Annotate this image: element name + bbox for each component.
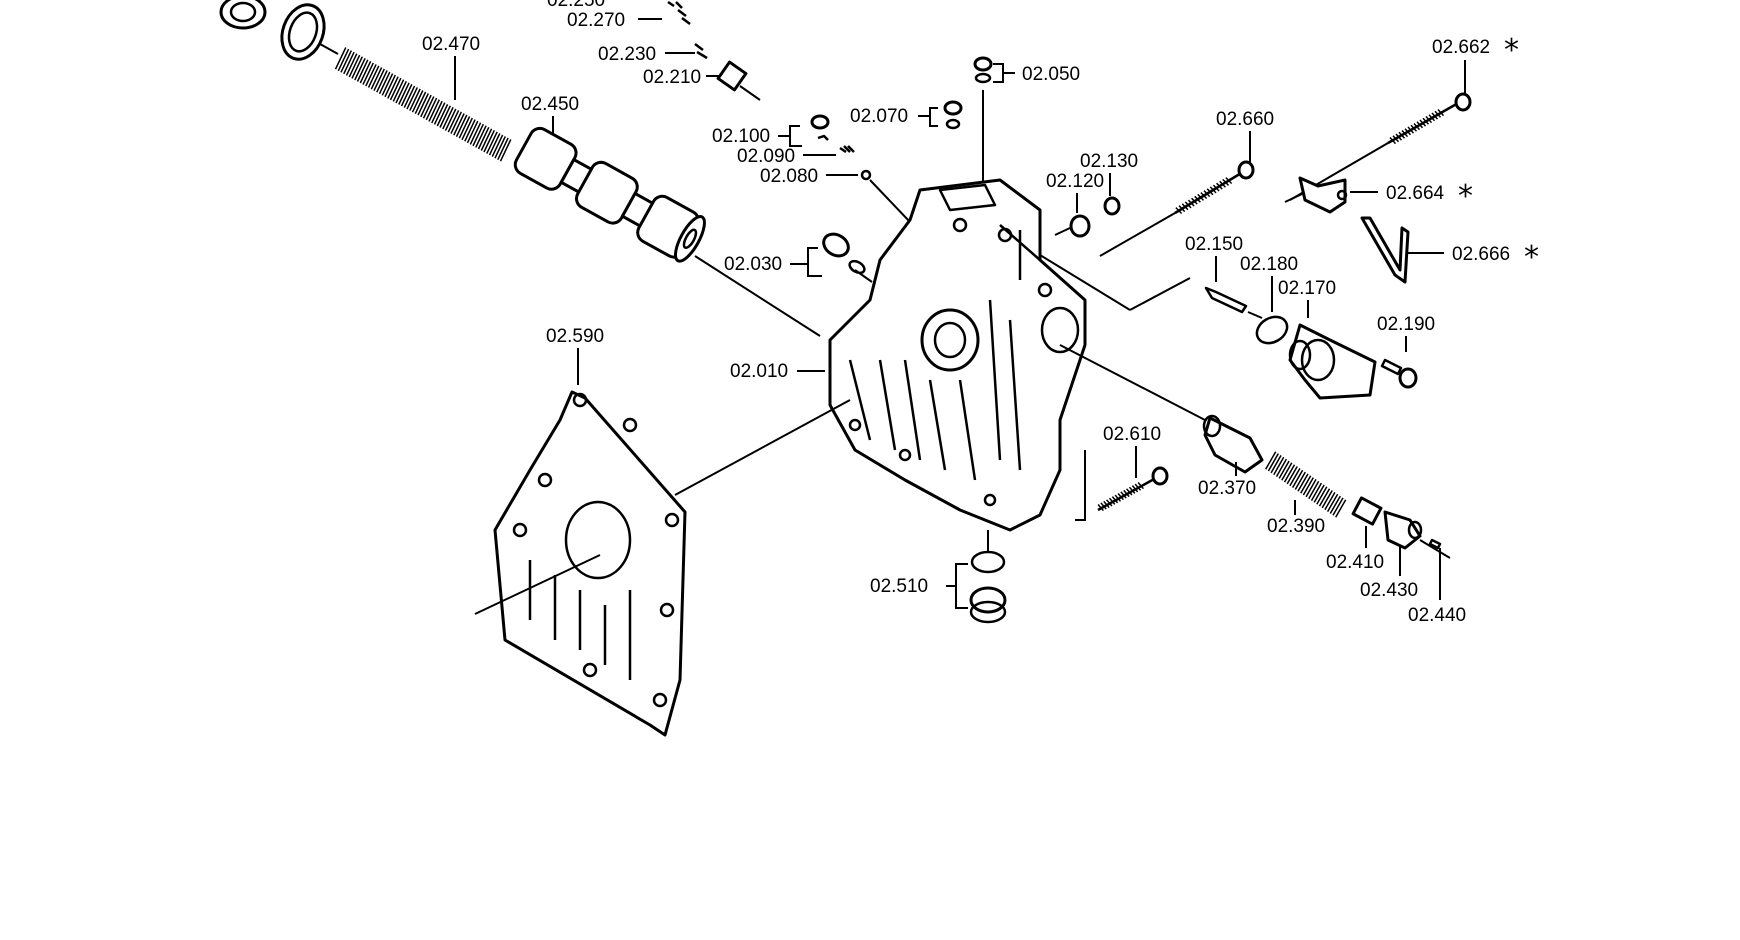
- label-02-270[interactable]: 02.270: [567, 10, 625, 31]
- label-02-610[interactable]: 02.610: [1103, 424, 1161, 445]
- valve-parts-02-370-02-440: 02.370 02.390 02.410 02.430 02.440: [1059, 344, 1466, 626]
- label-02-210[interactable]: 02.210: [643, 67, 701, 88]
- label-02-440[interactable]: 02.440: [1408, 605, 1466, 626]
- valve-body-02-010: 02.010: [730, 178, 1191, 532]
- label-02-170[interactable]: 02.170: [1278, 278, 1336, 299]
- label-02-590[interactable]: 02.590: [546, 326, 604, 347]
- plug-02-130-02-120: 02.130 02.120: [1046, 151, 1138, 238]
- label-02-050[interactable]: 02.050: [1022, 64, 1080, 85]
- label-02-660[interactable]: 02.660: [1216, 109, 1274, 130]
- plug-02-050: 02.050: [973, 56, 1080, 190]
- label-02-150[interactable]: 02.150: [1185, 234, 1243, 255]
- seal-ring-parts: [219, 0, 339, 61]
- part-cluster-02-2xx: 02.250 02.270 02.230 02.210: [547, 0, 761, 101]
- valve-parts-02-0x0: 02.100 02.090 02.080: [712, 114, 911, 223]
- spring-02-470: 02.470: [334, 34, 512, 162]
- label-02-390[interactable]: 02.390: [1267, 516, 1325, 537]
- label-02-470[interactable]: 02.470: [422, 34, 480, 55]
- bracket-02-664: 02.664 *: [1284, 176, 1473, 214]
- label-02-130[interactable]: 02.130: [1080, 151, 1138, 172]
- plug-02-070: 02.070: [850, 100, 963, 130]
- label-02-080[interactable]: 02.080: [760, 166, 818, 187]
- asterisk-02-664: *: [1458, 179, 1473, 214]
- label-02-450[interactable]: 02.450: [521, 94, 579, 115]
- bolt-02-660: 02.660: [1099, 109, 1274, 257]
- label-02-010[interactable]: 02.010: [730, 361, 788, 382]
- plug-02-510: 02.510: [870, 530, 1007, 624]
- plug-02-030: 02.030: [724, 232, 873, 283]
- label-02-100[interactable]: 02.100: [712, 126, 770, 147]
- solenoid-group: 02.150 02.180 02.170 02.190: [1185, 234, 1435, 400]
- separator-plate-02-590: 02.590: [474, 326, 851, 737]
- clip-02-666: 02.666 *: [1360, 216, 1539, 284]
- asterisk-02-666: *: [1524, 240, 1539, 275]
- label-02-180[interactable]: 02.180: [1240, 254, 1298, 275]
- asterisk-02-662: *: [1504, 33, 1519, 68]
- label-02-430[interactable]: 02.430: [1360, 580, 1418, 601]
- label-02-370[interactable]: 02.370: [1198, 478, 1256, 499]
- label-02-510[interactable]: 02.510: [870, 576, 928, 597]
- label-02-230[interactable]: 02.230: [598, 44, 656, 65]
- label-02-666[interactable]: 02.666: [1452, 244, 1510, 265]
- label-02-662[interactable]: 02.662: [1432, 37, 1490, 58]
- label-02-120[interactable]: 02.120: [1046, 171, 1104, 192]
- label-02-030[interactable]: 02.030: [724, 254, 782, 275]
- label-02-090[interactable]: 02.090: [737, 146, 795, 167]
- label-02-190[interactable]: 02.190: [1377, 314, 1435, 335]
- bolt-02-662: 02.662 *: [1289, 33, 1519, 201]
- valve-spool-02-450: 02.450: [513, 94, 821, 337]
- label-02-250[interactable]: 02.250: [547, 0, 605, 11]
- bolt-02-610: 02.610: [1097, 424, 1169, 512]
- label-02-664[interactable]: 02.664: [1386, 183, 1445, 204]
- label-02-070[interactable]: 02.070: [850, 106, 908, 127]
- label-02-410[interactable]: 02.410: [1326, 552, 1384, 573]
